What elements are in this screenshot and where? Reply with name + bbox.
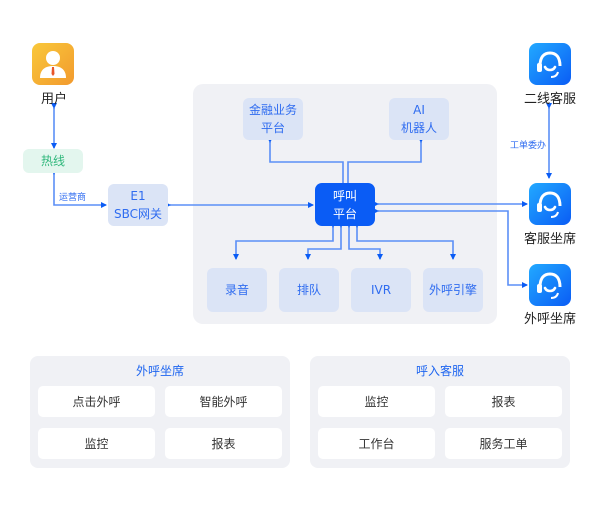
panel-title: 呼入客服 bbox=[415, 364, 464, 378]
feature-tile[interactable]: 智能外呼 bbox=[165, 386, 282, 417]
edge-callplatform-recording bbox=[233, 222, 336, 260]
outbound-agent-label: 外呼坐席 bbox=[523, 312, 576, 327]
edge-ai-callplatform bbox=[345, 137, 424, 197]
module-outbound-engine[interactable]: 外呼引擎 bbox=[423, 268, 483, 312]
outbound-agent-avatar[interactable] bbox=[529, 264, 571, 306]
feature-tile[interactable]: 点击外呼 bbox=[38, 386, 155, 417]
call-platform-node[interactable]: 呼叫 平台 bbox=[315, 183, 375, 226]
headset-icon bbox=[537, 191, 562, 218]
ai-robot-node[interactable]: AI 机器人 bbox=[389, 98, 449, 140]
module-label: 排队 bbox=[296, 283, 321, 297]
ai-line2: 机器人 bbox=[400, 121, 437, 135]
feature-tile[interactable]: 服务工单 bbox=[445, 428, 562, 459]
edge-callplatform-queue bbox=[305, 222, 344, 260]
edge-callplatform-outbound-agent bbox=[373, 208, 528, 288]
feature-tile[interactable]: 监控 bbox=[38, 428, 155, 459]
panel-title: 外呼坐席 bbox=[135, 364, 184, 378]
gateway-line2: SBC网关 bbox=[113, 207, 163, 221]
call-platform-line1: 呼叫 bbox=[332, 188, 357, 203]
headset-icon bbox=[537, 272, 562, 299]
edge-hotline-gateway bbox=[51, 169, 107, 208]
edge-callplatform-ivr bbox=[346, 222, 383, 260]
headset-icon bbox=[537, 51, 562, 78]
sbc-gateway-node[interactable]: E1 SBC网关 bbox=[108, 184, 168, 226]
feature-tile[interactable]: 报表 bbox=[165, 428, 282, 459]
call-platform-line2: 平台 bbox=[332, 206, 357, 221]
module-label: IVR bbox=[370, 283, 392, 297]
feature-tile[interactable]: 工作台 bbox=[318, 428, 435, 459]
user-avatar[interactable] bbox=[32, 43, 74, 85]
carrier-label: 运营商 bbox=[59, 193, 87, 203]
feature-tile[interactable]: 监控 bbox=[318, 386, 435, 417]
finance-line2: 平台 bbox=[260, 121, 285, 135]
module-label: 录音 bbox=[224, 283, 249, 297]
second-line-service-label: 二线客服 bbox=[523, 92, 576, 107]
edge-finance-callplatform bbox=[267, 137, 346, 197]
second-line-service-avatar[interactable] bbox=[529, 43, 571, 85]
module-ivr[interactable]: IVR bbox=[351, 268, 411, 312]
module-label: 外呼引擎 bbox=[428, 283, 477, 297]
user-icon bbox=[40, 51, 66, 78]
module-recording[interactable]: 录音 bbox=[207, 268, 267, 312]
ai-line1: AI bbox=[413, 103, 425, 117]
outbound-agent-panel: 外呼坐席 点击外呼 智能外呼 监控 报表 bbox=[30, 356, 290, 468]
hotline-node[interactable]: 热线 bbox=[23, 149, 83, 173]
ticket-delegation-label: 工单委办 bbox=[510, 141, 547, 151]
gateway-line1: E1 bbox=[130, 189, 146, 203]
edge-callplatform-outbound-engine bbox=[354, 222, 456, 260]
feature-tile[interactable]: 报表 bbox=[445, 386, 562, 417]
module-queue[interactable]: 排队 bbox=[279, 268, 339, 312]
finance-line1: 金融业务 bbox=[248, 103, 297, 117]
user-label: 用户 bbox=[40, 92, 67, 107]
finance-platform-node[interactable]: 金融业务 平台 bbox=[243, 98, 303, 140]
inbound-service-panel: 呼入客服 监控 报表 工作台 服务工单 bbox=[310, 356, 570, 468]
service-agent-avatar[interactable] bbox=[529, 183, 571, 225]
service-agent-label: 客服坐席 bbox=[523, 232, 576, 247]
hotline-label: 热线 bbox=[40, 154, 65, 168]
